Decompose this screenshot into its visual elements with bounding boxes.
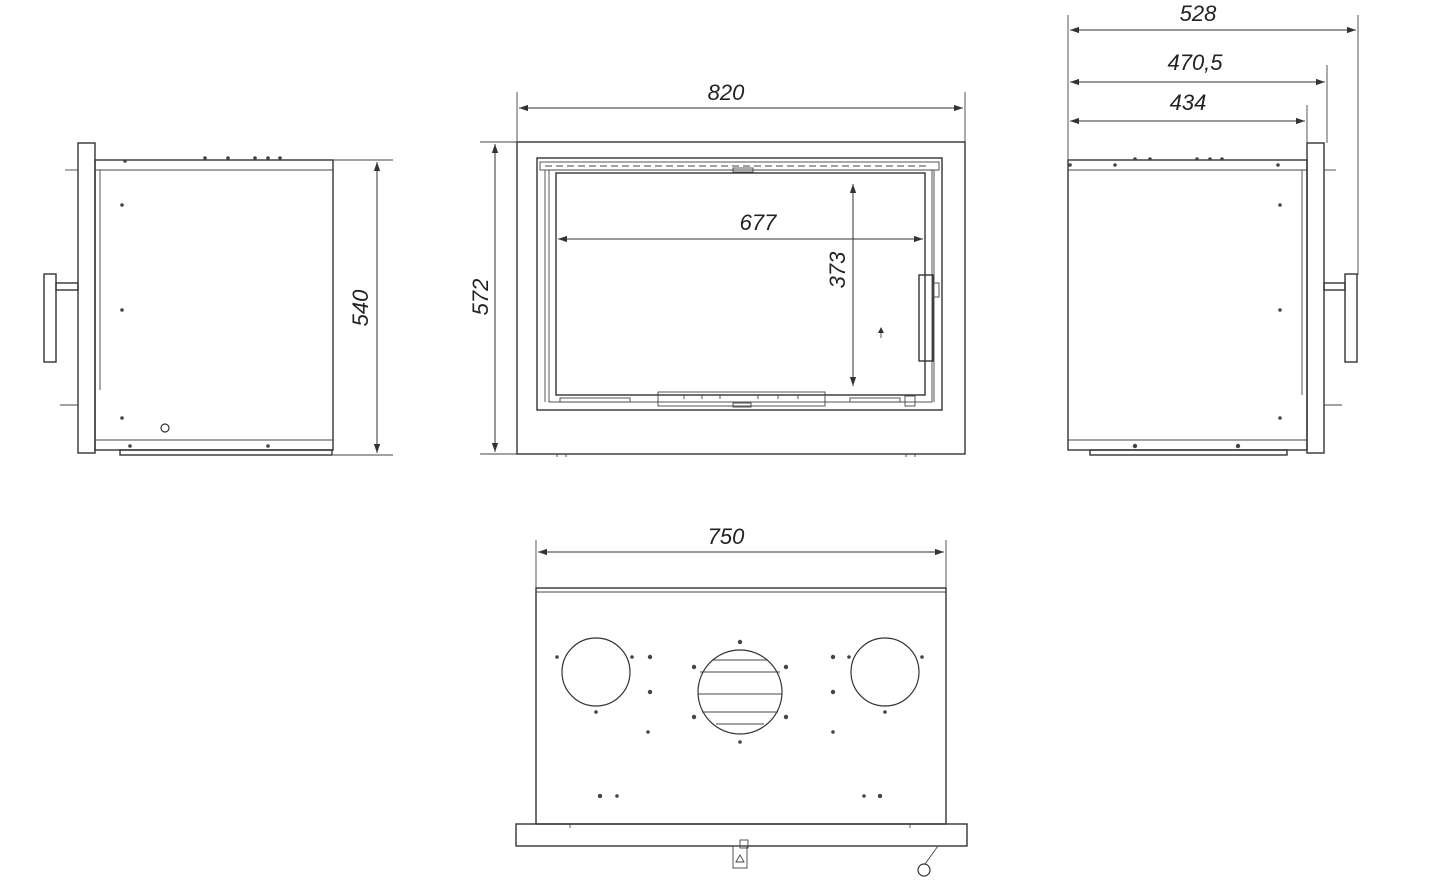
dim-front-height: 572 — [468, 279, 493, 316]
right-side-view: 528 470,5 434 — [1067, 1, 1359, 456]
dim-depth-body: 434 — [1170, 90, 1207, 115]
top-view: 750 — [515, 524, 968, 877]
dim-depth-total: 528 — [1180, 1, 1217, 26]
left-side-view: 540 — [43, 142, 393, 456]
dim-side-height: 540 — [348, 289, 373, 326]
dim-front-width: 820 — [708, 80, 745, 105]
dim-glass-height: 373 — [825, 251, 850, 288]
front-view: 820 572 677 373 — [468, 80, 966, 457]
dim-depth-mid: 470,5 — [1167, 50, 1223, 75]
dim-top-width: 750 — [708, 524, 745, 549]
dim-glass-width: 677 — [740, 210, 777, 235]
